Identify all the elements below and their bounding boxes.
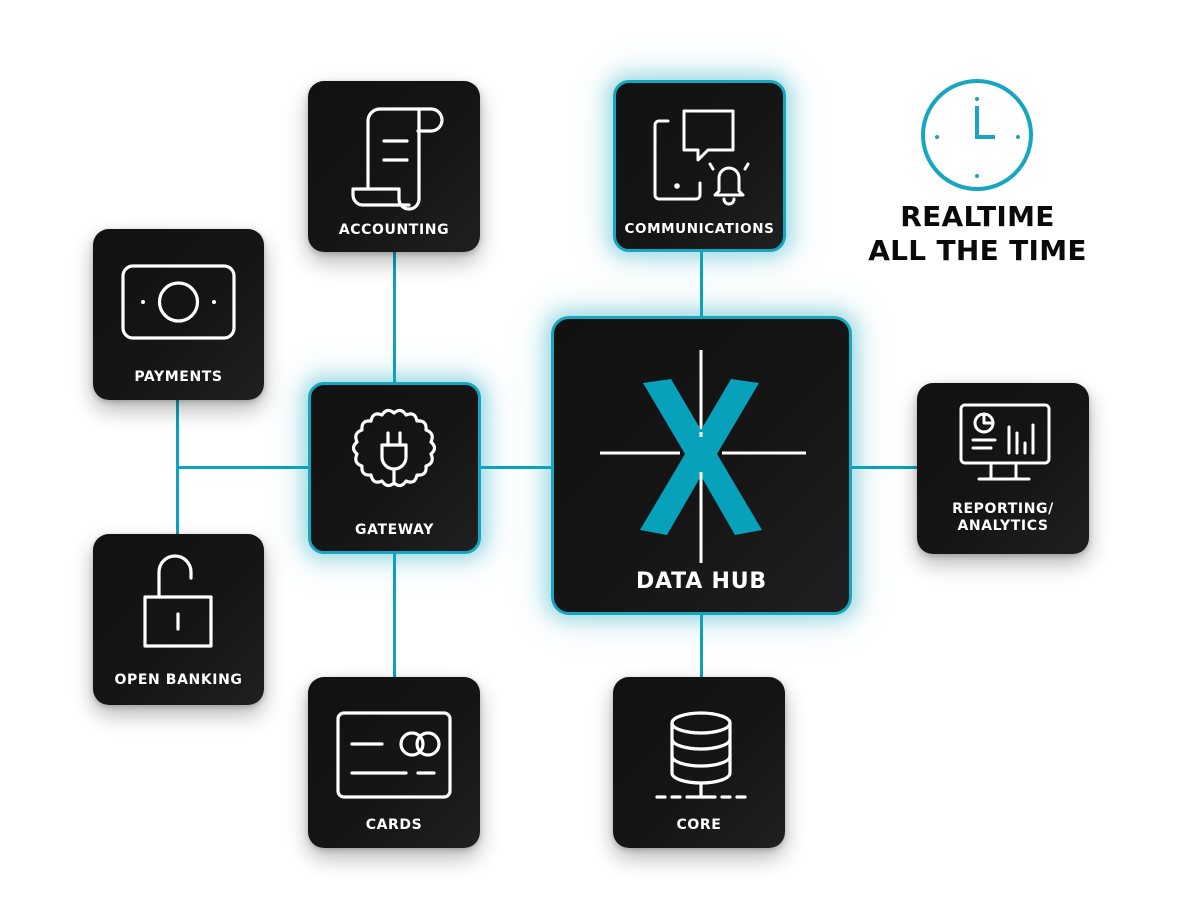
label-line-2: ANALYTICS [957, 518, 1049, 534]
node-reporting-analytics[interactable]: REPORTING/ ANALYTICS [917, 383, 1089, 554]
monitor-chart-icon [959, 403, 1051, 481]
clock-icon [921, 79, 1033, 191]
x-crosshair-logo [600, 350, 806, 563]
connector-communications-hub [700, 250, 703, 318]
credit-card-icon [336, 711, 452, 799]
node-label: CORE [676, 817, 722, 833]
hub-label: DATA HUB [635, 569, 767, 594]
banknote-icon [121, 264, 236, 340]
node-accounting[interactable]: ACCOUNTING [308, 81, 480, 252]
node-communications[interactable]: COMMUNICATIONS [613, 80, 786, 252]
connector-left-gateway [176, 466, 310, 469]
node-label: CARDS [365, 817, 423, 833]
node-cards[interactable]: CARDS [308, 677, 480, 848]
node-label: GATEWAY [355, 522, 434, 538]
node-label: PAYMENTS [134, 369, 223, 385]
connector-gateway-hub [479, 466, 553, 469]
node-payments[interactable]: PAYMENTS [93, 229, 264, 400]
phone-chat-bell-icon [653, 109, 750, 206]
tagline-line-2: ALL THE TIME [868, 234, 1087, 267]
node-core[interactable]: CORE [613, 677, 785, 848]
node-label: REPORTING/ ANALYTICS [917, 501, 1089, 535]
node-label: ACCOUNTING [338, 222, 450, 238]
node-open-banking[interactable]: OPEN BANKING [93, 534, 264, 705]
connector-hub-core [700, 613, 703, 679]
scroll-icon [351, 107, 444, 211]
connector-hub-reporting [850, 466, 919, 469]
connector-gateway-cards [393, 552, 396, 680]
connector-accounting-gateway [393, 250, 396, 385]
database-network-icon [655, 711, 747, 799]
unlocked-padlock-icon [143, 554, 213, 648]
node-gateway[interactable]: GATEWAY [308, 382, 481, 554]
label-line-1: REPORTING/ [952, 501, 1054, 517]
node-data-hub[interactable]: DATA HUB [551, 316, 852, 615]
node-label: OPEN BANKING [114, 672, 243, 688]
node-label: COMMUNICATIONS [624, 221, 775, 237]
tagline-line-1: REALTIME [900, 200, 1055, 233]
gear-plug-icon [351, 408, 437, 488]
